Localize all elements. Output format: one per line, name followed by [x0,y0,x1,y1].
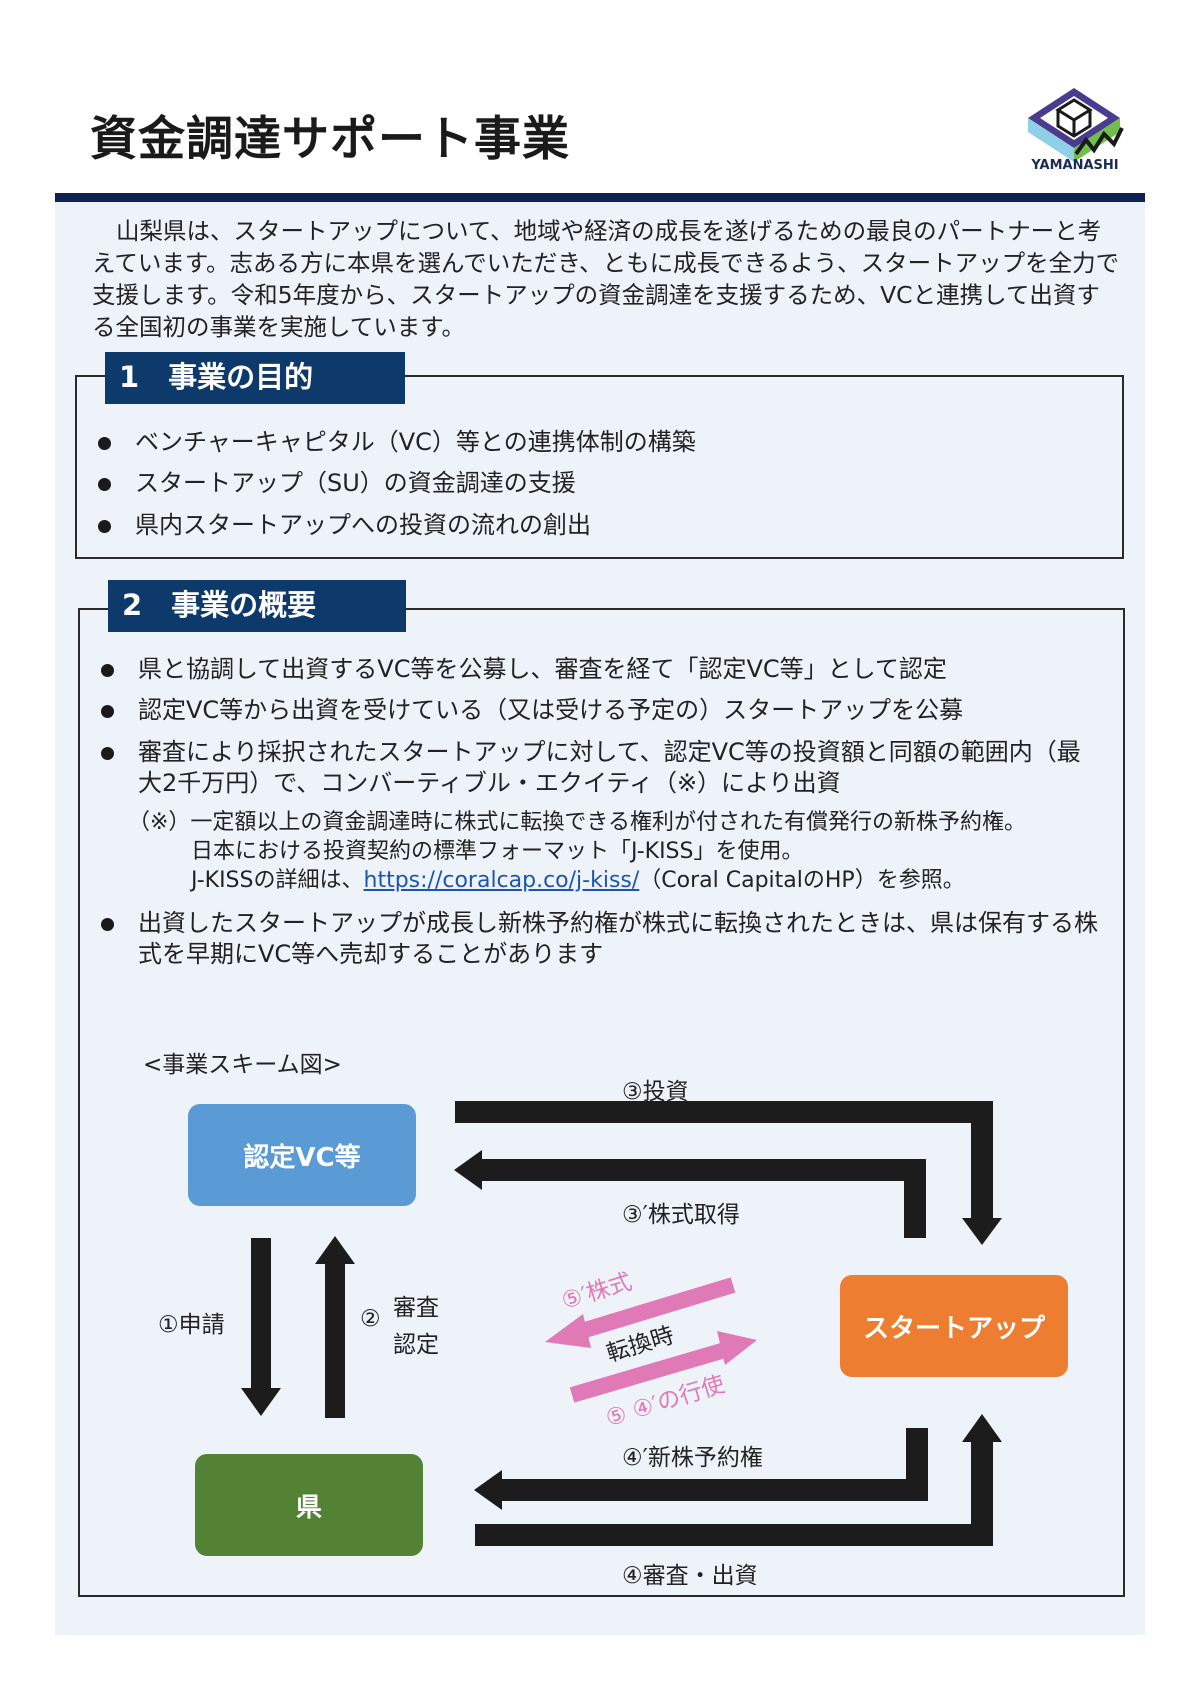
arrow-review-invest-head [962,1414,1002,1442]
section1-heading: 1 事業の目的 [105,352,405,404]
yamanashi-logo-icon [1028,88,1124,162]
footnote: （※）一定額以上の資金調達時に株式に転換できる権利が付された有償発行の新株予約権… [128,808,1118,895]
label-stock-acq: ③′株式取得 [622,1202,740,1228]
label-apply: ①申請 [158,1312,225,1338]
arrow-stock-acq [480,1159,926,1238]
footnote-suffix: （Coral CapitalのHP）を参照。 [639,868,965,893]
logo-text: YAMANASHI [1031,158,1119,173]
label-invest: ③投資 [622,1079,689,1105]
footnote-line: （※）一定額以上の資金調達時に株式に転換できる権利が付された有償発行の新株予約権… [128,810,1026,835]
section1-box [75,375,1124,559]
pink-arrow-left-head [545,1314,591,1348]
footnote-prefix: J-KISSの詳細は、 [191,868,364,893]
list-item: ベンチャーキャピタル（VC）等との連携体制の構築 [98,428,696,456]
jkiss-link[interactable]: https://coralcap.co/j-kiss/ [363,868,640,893]
list-item: 審査により採択されたスタートアップに対して、認定VC等の投資額と同額の範囲内（最… [101,737,1098,799]
scheme-label: <事業スキーム図> [143,1052,342,1078]
footnote-line: J-KISSの詳細は、https://coralcap.co/j-kiss/（C… [128,866,1118,895]
pink-arrow-left [572,1277,736,1341]
section2-heading: 2 事業の概要 [108,580,406,632]
list-item: 県と協調して出資するVC等を公募し、審査を経て「認定VC等」として認定 [101,654,1098,685]
pref-node: 県 [195,1454,423,1556]
arrow-invest [455,1101,993,1220]
label-review-2: 認定 [393,1332,439,1358]
page-title: 資金調達サポート事業 [90,112,570,167]
list-item: 認定VC等から出資を受けている（又は受ける予定の）スタートアップを公募 [101,695,1098,726]
list-item: スタートアップ（SU）の資金調達の支援 [98,469,576,497]
label-review-invest: ④審査・出資 [622,1563,758,1589]
arrow-review-invest [475,1440,993,1546]
arrow-apply-head [241,1388,281,1416]
list-item: 県内スタートアップへの投資の流れの創出 [98,511,591,539]
arrow-invest-head [962,1218,1002,1245]
pink-arrow-right [569,1342,728,1403]
label-warrant: ④′新株予約権 [622,1445,763,1471]
label-review-num: ② [360,1306,381,1332]
arrow-warrant [500,1428,928,1501]
startup-node: スタートアップ [840,1275,1068,1377]
header-rule [55,193,1145,202]
list-item: 出資したスタートアップが成長し新株予約権が株式に転換されたときは、県は保有する株… [101,909,1098,968]
arrow-review-head [315,1236,355,1264]
label-review-1: 審査 [393,1295,439,1321]
arrow-stock-acq-head [454,1150,482,1190]
vc-node: 認定VC等 [188,1104,416,1206]
footnote-line: 日本における投資契約の標準フォーマット「J-KISS」を使用。 [191,839,804,864]
pink-arrow-right-head [717,1331,757,1365]
arrow-warrant-head [474,1470,502,1510]
intro-text: 山梨県は、スタートアップについて、地域や経済の成長を遂げるための最良のパートナー… [92,217,1120,341]
